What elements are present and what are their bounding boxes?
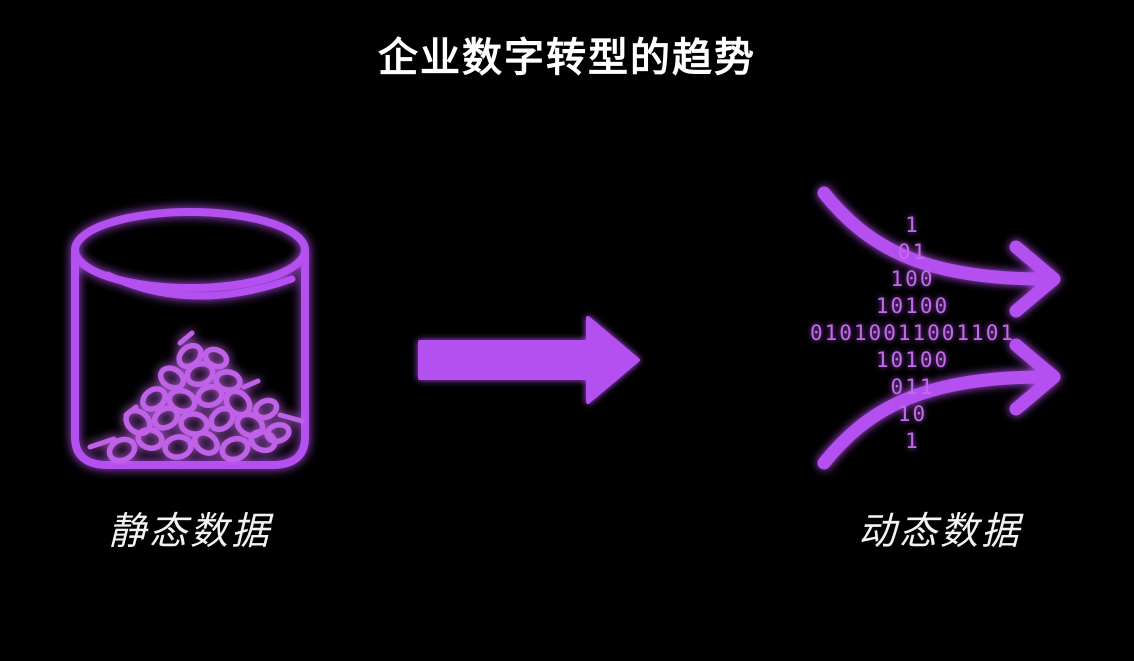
data-barrel-icon — [71, 208, 309, 469]
right-arrow-icon — [418, 316, 640, 404]
page-title: 企业数字转型的趋势 — [378, 36, 756, 80]
static-data-caption: 静态数据 — [107, 511, 272, 553]
static-data-illustration — [30, 175, 350, 485]
transformation-arrow — [400, 300, 700, 420]
data-stream-icon — [817, 186, 1061, 470]
dynamic-data-caption: 动态数据 — [857, 511, 1022, 553]
dynamic-data-illustration — [770, 175, 1100, 485]
ring-pile — [87, 330, 305, 464]
